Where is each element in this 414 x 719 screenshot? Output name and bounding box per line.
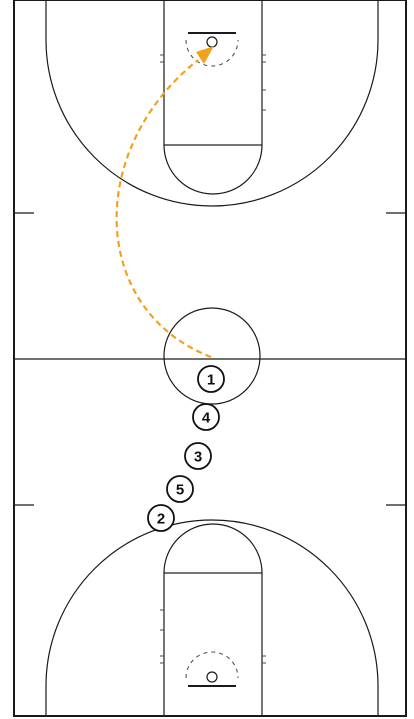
dashed-curved-arrow-icon [115,46,214,359]
top-three-point-line [45,0,379,207]
player-label: 2 [157,511,165,528]
player-2: 2 [147,504,175,532]
center-circle [163,307,261,405]
player-marker [197,365,225,393]
bottom-free-throw-circle [163,523,263,574]
bottom-three-point-line [45,519,379,716]
player-label: 1 [207,372,215,389]
player-3: 3 [184,442,212,470]
bottom-basket [206,671,218,683]
player-1: 1 [197,365,225,393]
player-label: 3 [194,449,202,466]
player-marker [192,403,220,431]
player-5: 5 [166,475,194,503]
top-basket [206,36,218,48]
player-label: 4 [202,410,211,427]
player-marker [184,442,212,470]
arrowhead-icon [196,46,214,64]
player-4: 4 [192,403,220,431]
player-marker [166,475,194,503]
bottom-half-court [45,519,379,717]
bottom-restricted-area [185,651,239,679]
top-lane [163,0,263,146]
player-label: 5 [176,482,184,499]
top-free-throw-circle [163,144,263,195]
pass-path [115,59,212,359]
bottom-lane [163,572,263,717]
top-restricted-area [185,39,239,67]
player-marker [147,504,175,532]
court-boundary [13,0,407,717]
top-half-court [45,0,379,207]
